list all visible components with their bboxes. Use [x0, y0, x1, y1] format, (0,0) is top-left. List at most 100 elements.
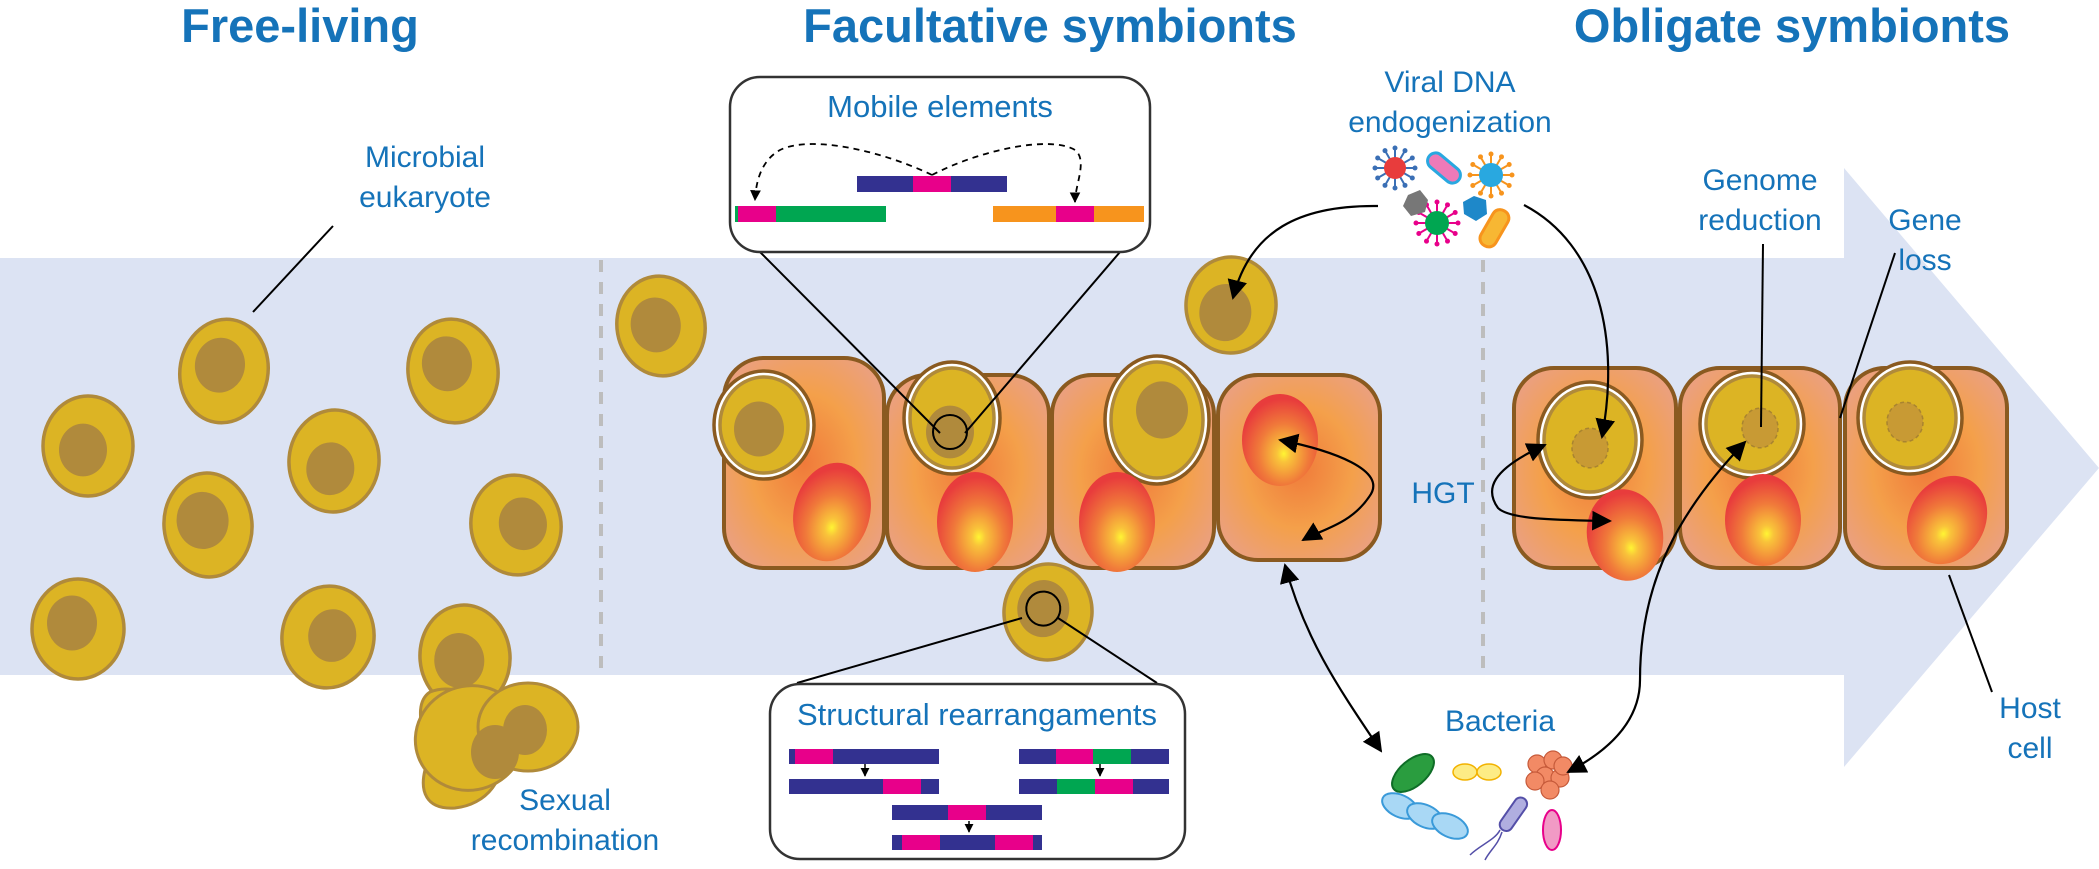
dna-segment	[1057, 779, 1095, 794]
host-cell	[1678, 366, 1842, 570]
dna-segment	[986, 805, 1042, 820]
dna-segment	[993, 206, 1056, 222]
host-nucleus	[937, 472, 1013, 572]
viral-arrow	[1227, 204, 1379, 300]
bacteria-group: Bacteria	[1381, 705, 1573, 861]
dna-segment	[1133, 779, 1169, 794]
microbial-eukaryote-cell	[469, 473, 563, 577]
dna-segment	[1019, 779, 1057, 794]
zoom-line	[964, 251, 1121, 434]
label-line: cell	[2007, 732, 2052, 765]
title-facultative-symbionts: Facultative symbionts	[803, 0, 1297, 52]
nucleus	[434, 633, 485, 688]
host-cell	[1050, 354, 1216, 572]
transposition-arrow	[931, 143, 1082, 204]
host-cell	[885, 360, 1051, 572]
box-title: Mobile elements	[827, 89, 1053, 124]
free-living-cells	[30, 317, 563, 711]
dna-segment	[892, 805, 948, 820]
dna-segment	[1056, 749, 1093, 764]
host-nucleus	[1079, 472, 1155, 572]
microbial-eukaryote-cell	[177, 317, 271, 425]
dna-segment	[1093, 749, 1131, 764]
dna-segment	[789, 749, 795, 764]
label-line: Viral DNA	[1384, 66, 1515, 99]
dna-segment	[995, 835, 1033, 850]
sexual-recombination: Sexual recombination	[413, 681, 659, 857]
mobile-element	[1056, 206, 1094, 222]
bacterium-coccus-icon	[1525, 771, 1545, 791]
bacteria-label: Bacteria	[1445, 705, 1555, 738]
dna-segment	[857, 176, 913, 192]
host-nucleus	[1725, 474, 1801, 566]
nucleus	[1017, 579, 1070, 638]
dna-segment	[902, 835, 940, 850]
bacterium-green-icon	[1391, 753, 1435, 793]
title-free-living: Free-living	[181, 0, 419, 52]
virus-green-icon	[1413, 199, 1461, 247]
dna-segment	[1131, 749, 1169, 764]
transposition-arrow	[750, 143, 933, 202]
bacterium-pink-icon	[1542, 809, 1562, 851]
label-line: loss	[1898, 244, 1951, 277]
bacterium-diplococcus-icon	[1476, 763, 1502, 781]
mobile-element	[913, 176, 951, 192]
viral-arrow	[1523, 204, 1615, 439]
title-obligate-symbionts: Obligate symbionts	[1574, 0, 2010, 52]
facultative-free-cells	[615, 255, 1278, 662]
microbial-eukaryote-label: Microbial eukaryote	[252, 141, 491, 313]
pointer-line	[252, 225, 334, 313]
label-line: Gene	[1888, 204, 1961, 237]
bacterium-chain-icon	[1431, 812, 1469, 840]
mobile-elements-box: Mobile elements	[728, 75, 1152, 434]
dna-segment	[795, 749, 833, 764]
structural-rearrangements-box: Structural rearrangaments	[768, 617, 1187, 861]
host-cell	[712, 356, 886, 570]
host-nucleus	[1906, 475, 1988, 565]
dna-segment	[892, 835, 902, 850]
virus-capsid-icon	[1463, 196, 1487, 221]
virus-capsid-icon	[1403, 190, 1428, 216]
host-cell	[1843, 360, 2009, 570]
symbiont-nucleus	[1136, 381, 1188, 439]
zoom-line	[796, 617, 1023, 684]
virus-red-icon	[1372, 145, 1418, 191]
host-cell	[1512, 366, 1678, 581]
rearrangement-bars	[789, 749, 1169, 850]
nucleus	[421, 336, 472, 392]
dna-segment	[1094, 206, 1144, 222]
nucleus	[498, 497, 547, 551]
viral-dna-group: Viral DNA endogenization	[1348, 66, 1552, 249]
zoom-line	[759, 251, 941, 434]
label-line: Host	[1999, 692, 2061, 725]
virus-blue-icon	[1467, 151, 1515, 199]
nucleus	[176, 491, 229, 550]
bacterium-coccus-icon	[1540, 780, 1560, 800]
transfer-arrows	[1227, 204, 1747, 773]
zoom-circle	[1025, 590, 1062, 627]
bacteria	[1381, 750, 1573, 861]
nucleus	[194, 337, 246, 393]
box-frame	[768, 682, 1187, 861]
microbial-eukaryote-cell	[406, 317, 500, 425]
microbial-eukaryote-cell	[418, 603, 512, 711]
bacterium-diplococcus-icon	[1452, 763, 1478, 781]
gene-loss-label: Gene loss	[1839, 204, 1962, 419]
virus-filament-icon	[1478, 208, 1511, 249]
host-nucleus	[793, 462, 871, 562]
nucleus	[59, 423, 107, 477]
microbial-eukaryote-cell	[280, 584, 376, 690]
dna-segment	[776, 206, 886, 222]
symbiont-nucleus	[1741, 407, 1779, 449]
microbial-eukaryote-cell	[1002, 562, 1094, 662]
label-line: eukaryote	[359, 181, 491, 214]
bacterium-flagellated-icon	[1498, 796, 1529, 833]
viruses	[1372, 145, 1515, 249]
pointer-line	[1760, 243, 1764, 428]
pointer-line	[1839, 252, 1896, 419]
dna-segment	[789, 779, 883, 794]
host-cell-label: Host cell	[1948, 574, 2062, 765]
bacteria-arrow-obligate	[1566, 440, 1747, 773]
host-cell	[1216, 373, 1382, 562]
